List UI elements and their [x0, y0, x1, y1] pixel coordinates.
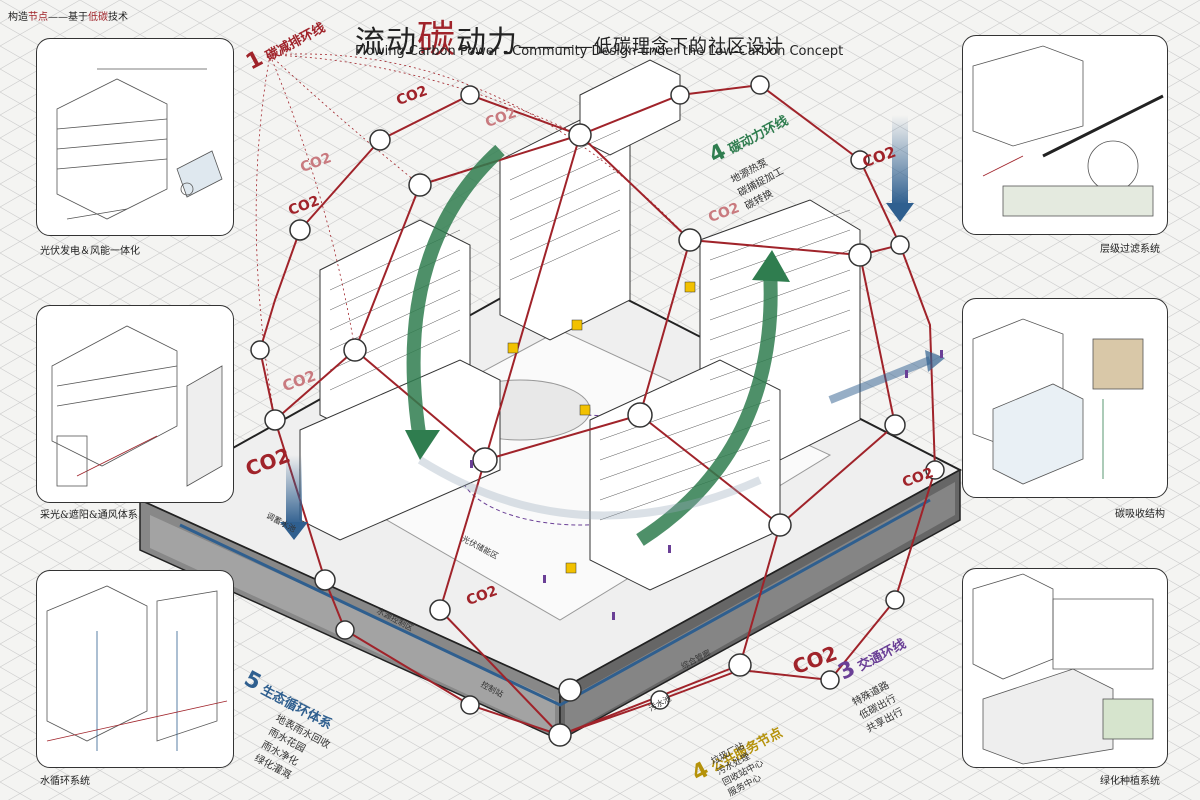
caption-carbon-absorb: 碳吸收结构	[1115, 509, 1165, 520]
panel-greening	[962, 568, 1168, 768]
page-subtitle-en: Flowing Carbon Power - Community Design …	[355, 44, 844, 59]
caption-filter-system: 层级过滤系统	[1100, 244, 1160, 255]
caption-greening: 绿化种植系统	[1100, 776, 1160, 787]
caption-pv-wind: 光伏发电＆风能一体化	[40, 246, 140, 257]
panel-water-cycle	[36, 570, 234, 768]
page-title: 流动碳动力————低碳理念下的社区设计	[355, 17, 785, 61]
panel-carbon-absorb	[962, 298, 1168, 498]
panel-pv-wind	[36, 38, 234, 236]
panel-filter-system	[962, 35, 1168, 235]
panel-light-shade-vent	[36, 305, 234, 503]
caption-light-shade-vent: 采光&遮阳&通风体系	[40, 510, 138, 521]
caption-water-cycle: 水循环系统	[40, 776, 90, 787]
corner-title: 构造节点——基于低碳技术	[8, 12, 128, 23]
